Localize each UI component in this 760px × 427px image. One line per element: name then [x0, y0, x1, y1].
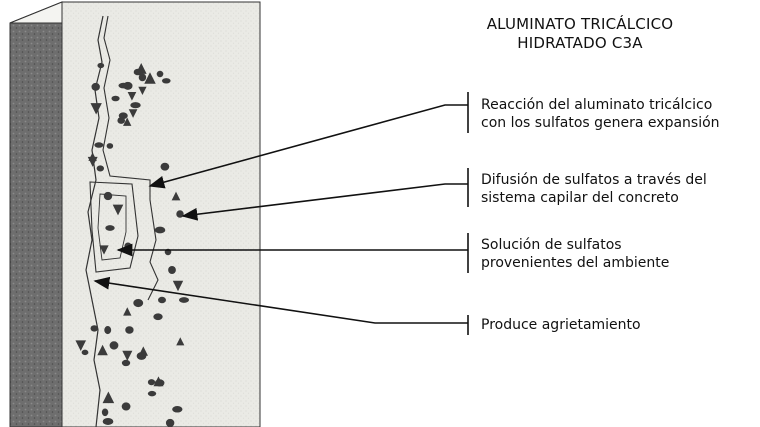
round-particle	[109, 341, 119, 350]
round-particle	[96, 165, 105, 172]
diagram-title: ALUMINATO TRICÁLCICO HIDRATADO C3A	[480, 15, 680, 53]
round-particle	[104, 326, 112, 335]
triangle-particle	[123, 117, 132, 126]
round-particle	[121, 359, 131, 367]
round-particle	[138, 73, 147, 82]
round-particle	[136, 352, 147, 360]
triangle-particle	[112, 204, 124, 216]
round-particle	[147, 390, 157, 397]
triangle-particle	[138, 86, 147, 96]
round-particle	[106, 143, 114, 149]
label-expansion: Reacción del aluminato tricálcico con lo…	[481, 96, 720, 132]
triangle-particle	[144, 72, 156, 84]
crack-right	[102, 15, 159, 301]
block-side-face	[9, 1, 63, 427]
triangle-particle	[123, 307, 132, 316]
label-solution: Solución de sulfatos provenientes del am…	[481, 236, 669, 272]
round-particle	[90, 325, 99, 332]
round-particle	[124, 242, 132, 250]
round-particle	[118, 82, 129, 89]
round-particle	[101, 408, 109, 417]
round-particle	[81, 349, 89, 356]
leader-line-expansion	[148, 104, 468, 189]
fissure-outline	[89, 181, 139, 273]
triangle-particle	[75, 340, 87, 351]
round-particle	[160, 162, 170, 171]
round-particle	[161, 78, 171, 84]
round-particle	[94, 142, 104, 148]
triangle-particle	[102, 391, 115, 404]
label-diffusion-line-2: sistema capilar del concreto	[481, 190, 679, 206]
title-line-1: ALUMINATO TRICÁLCICO	[486, 15, 674, 33]
label-diffusion: Difusión de sulfatos a través del sistem…	[481, 171, 707, 207]
label-expansion-line-1: Reacción del aluminato tricálcico	[481, 97, 713, 113]
round-particle	[103, 191, 113, 201]
triangle-particle	[172, 280, 184, 292]
triangle-particle	[87, 156, 98, 167]
round-particle	[172, 406, 183, 413]
triangle-particle	[97, 344, 108, 356]
leader-line-cracking	[93, 276, 468, 324]
title-line-2: HIDRATADO C3A	[517, 34, 643, 52]
round-particle	[130, 102, 141, 109]
triangle-particle	[90, 103, 102, 115]
round-particle	[168, 265, 176, 275]
round-particle	[117, 117, 126, 124]
crack-left	[85, 15, 104, 427]
label-solution-line-1: Solución de sulfatos	[481, 237, 622, 253]
round-particle	[91, 82, 100, 91]
round-particle	[121, 402, 131, 411]
round-particle	[176, 210, 184, 218]
label-solution-line-2: provenientes del ambiente	[481, 255, 670, 271]
triangle-particle	[122, 350, 133, 361]
label-cracking-line-1: Produce agrietamiento	[481, 317, 641, 333]
label-expansion-line-2: con los sulfatos genera expansión	[481, 115, 720, 131]
triangle-particle	[171, 191, 181, 201]
round-particle	[111, 95, 120, 102]
triangle-particle	[127, 92, 137, 101]
round-particle	[102, 417, 114, 425]
round-particle	[97, 62, 105, 69]
triangle-particle	[99, 245, 109, 255]
round-particle	[153, 313, 163, 321]
triangle-particle	[128, 109, 138, 118]
round-particle	[105, 225, 115, 231]
round-particle	[165, 418, 175, 427]
round-particle	[178, 297, 190, 303]
round-particle	[156, 70, 164, 78]
leader-line-diffusion	[181, 183, 468, 221]
label-cracking: Produce agrietamiento	[481, 316, 641, 334]
round-particle	[125, 326, 134, 334]
label-diffusion-line-1: Difusión de sulfatos a través del	[481, 172, 707, 188]
round-particle	[147, 379, 156, 386]
fissure-inner	[97, 193, 127, 261]
round-particle	[158, 296, 166, 304]
round-particle	[154, 226, 166, 234]
triangle-particle	[153, 376, 164, 387]
round-particle	[133, 298, 144, 308]
triangle-particle	[176, 337, 185, 346]
round-particle	[133, 68, 143, 76]
